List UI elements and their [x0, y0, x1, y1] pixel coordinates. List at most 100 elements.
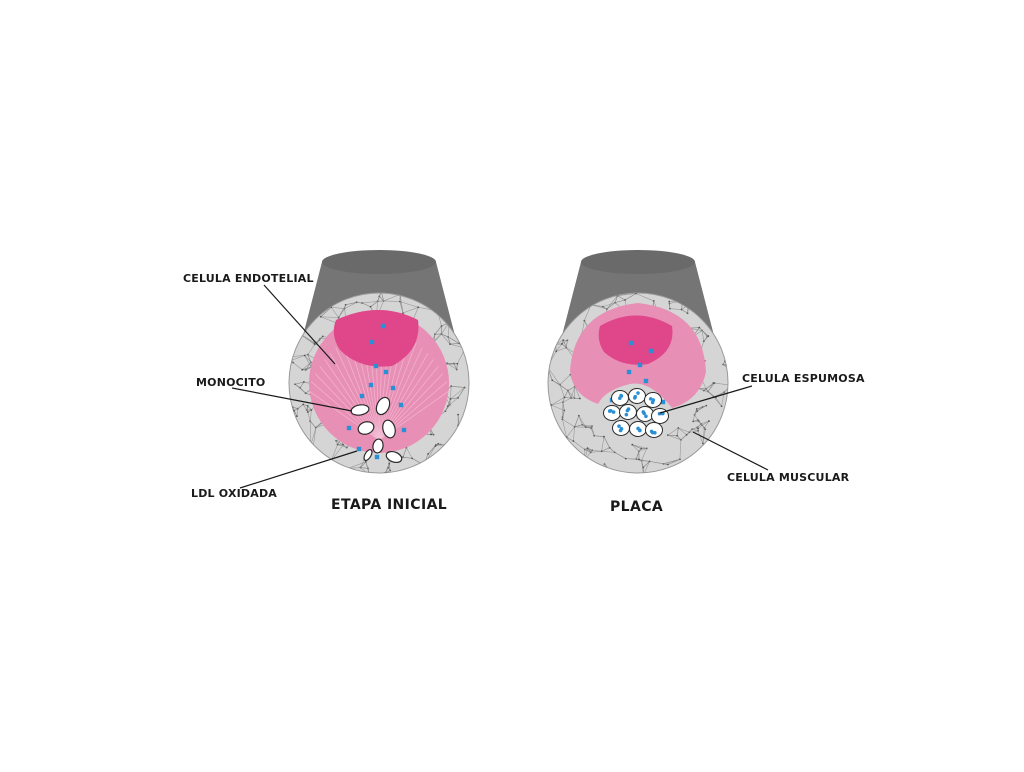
label-muscle-cell: CELULA MUSCULAR [727, 471, 849, 484]
mesh-node [730, 369, 732, 371]
title-initial-stage: ETAPA INICIAL [331, 497, 447, 513]
ldl-particle [644, 379, 648, 383]
lipid-droplet [633, 395, 637, 399]
ldl-particle [370, 340, 374, 344]
mesh-node [310, 444, 312, 446]
leader-ldl [240, 451, 357, 488]
mesh-node [435, 444, 437, 446]
mesh-node [561, 343, 563, 345]
ldl-particle [347, 426, 351, 430]
mesh-node [296, 415, 298, 417]
mesh-strand [610, 471, 612, 473]
mesh-node [584, 459, 586, 461]
mesh-node [388, 463, 390, 465]
mesh-node [631, 444, 633, 446]
ldl-particle [374, 364, 378, 368]
ldl-particle [627, 370, 631, 374]
mesh-node [457, 414, 459, 416]
mesh-node [304, 355, 306, 357]
ldl-particle [369, 383, 373, 387]
ldl-particle [384, 370, 388, 374]
title-plaque: PLACA [610, 499, 663, 515]
mesh-node [303, 381, 305, 383]
mesh-node [555, 350, 557, 352]
mesh-strand [287, 402, 289, 407]
mesh-node [609, 470, 611, 472]
mesh-node [546, 366, 548, 368]
mesh-node [458, 426, 460, 428]
vessel-tube-cap-plaque [581, 250, 695, 274]
mesh-node [603, 467, 605, 469]
mesh-strand [730, 370, 731, 386]
lipid-droplet [627, 407, 631, 411]
mesh-node [698, 327, 700, 329]
mesh-node [624, 299, 626, 301]
mesh-node [667, 464, 669, 466]
mesh-node [730, 384, 732, 386]
mesh-node [288, 356, 290, 358]
mesh-node [370, 306, 372, 308]
mesh-node [708, 420, 710, 422]
mesh-node [601, 450, 603, 452]
mesh-node [603, 436, 605, 438]
lipid-droplet [619, 429, 623, 433]
mesh-node [587, 447, 589, 449]
ldl-particle [357, 447, 361, 451]
mesh-node [696, 408, 698, 410]
mesh-node [643, 474, 645, 476]
mesh-node [707, 335, 709, 337]
foam-cell [629, 389, 646, 404]
mesh-node [686, 434, 688, 436]
mesh-node [712, 382, 714, 384]
mesh-node [417, 306, 419, 308]
lipid-droplet [653, 431, 657, 435]
vessel-tube-cap-initial [322, 250, 436, 274]
mesh-node [302, 404, 304, 406]
mesh-node [564, 397, 566, 399]
foam-cell [604, 406, 621, 421]
mesh-node [457, 432, 459, 434]
lipid-droplet [638, 428, 642, 432]
mesh-node [368, 474, 370, 476]
mesh-node [322, 335, 324, 337]
foam-cell-cluster [604, 389, 669, 438]
lipid-droplet [617, 424, 621, 428]
mesh-strand [289, 357, 291, 361]
mesh-node [299, 333, 301, 335]
mesh-node [301, 369, 303, 371]
ldl-particle [399, 403, 403, 407]
mesh-node [411, 457, 413, 459]
mesh-node [450, 398, 452, 400]
label-monocyte: MONOCITO [196, 376, 265, 389]
mesh-node [342, 444, 344, 446]
mesh-node [286, 401, 288, 403]
mesh-node [310, 409, 312, 411]
label-oxidized-ldl: LDL OXIDADA [191, 487, 277, 500]
mesh-node [579, 398, 581, 400]
ldl-particle [629, 341, 633, 345]
mesh-strand [610, 471, 612, 473]
lipid-droplet [608, 409, 612, 413]
mesh-node [456, 363, 458, 365]
leader-muscle-cell [693, 432, 768, 470]
mesh-strand [289, 357, 291, 361]
mesh-node [676, 435, 678, 437]
artery-initial [286, 250, 469, 476]
lipid-droplet [642, 410, 646, 414]
label-foam-cell: CELULA ESPUMOSA [742, 372, 865, 385]
ldl-particle [360, 394, 364, 398]
label-endothelial-cell: CELULA ENDOTELIAL [183, 272, 314, 285]
mesh-node [330, 460, 332, 462]
mesh-node [721, 405, 723, 407]
ldl-particle [375, 455, 379, 459]
lipid-droplet [620, 394, 624, 398]
mesh-node [638, 459, 640, 461]
mesh-node [430, 434, 432, 436]
mesh-node [702, 443, 704, 445]
mesh-node [449, 343, 451, 345]
ldl-particle [402, 428, 406, 432]
mesh-strand [311, 445, 313, 446]
mesh-node [697, 428, 699, 430]
